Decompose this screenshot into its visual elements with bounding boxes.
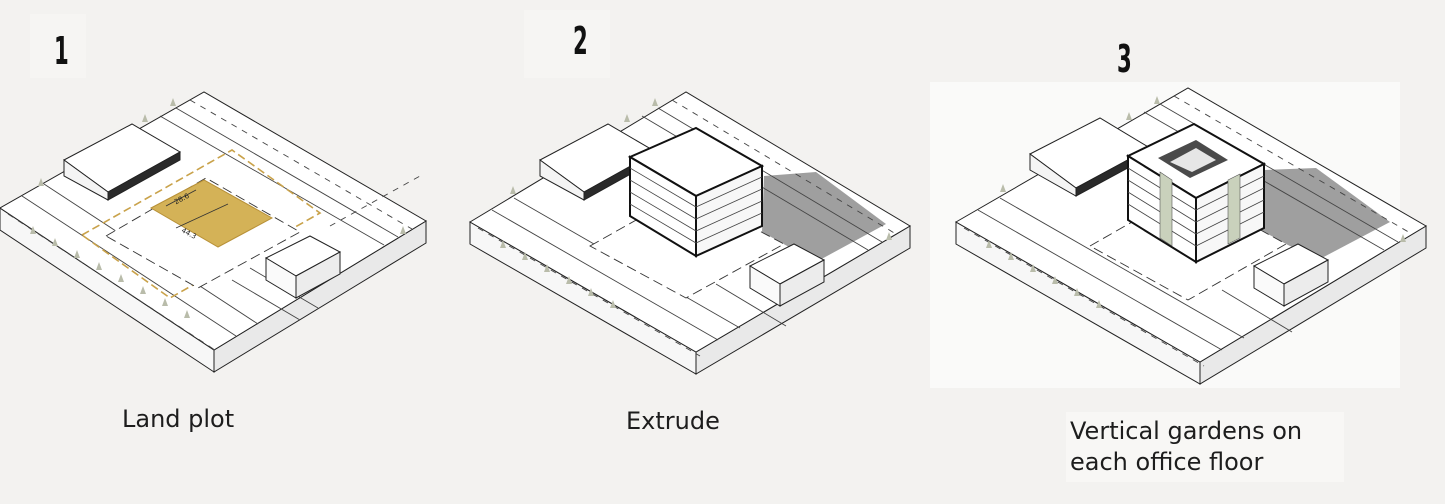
step-number-backdrop [524, 10, 610, 78]
step-number: 2 [573, 19, 588, 63]
step-number-backdrop [30, 14, 86, 78]
site-diagram: 28.6 44.3 [0, 91, 427, 373]
tree-icon [30, 98, 406, 318]
tree-icon [986, 96, 1406, 308]
floor-lines [629, 167, 763, 244]
site-diagram [954, 87, 1427, 385]
step-number: 1 [54, 29, 69, 73]
caption-backdrop [1066, 412, 1344, 482]
step-caption: Land plot [122, 405, 235, 433]
step-2-panel: 2 [466, 0, 916, 504]
plot-boundary [80, 149, 322, 299]
building-shadow [1262, 168, 1390, 260]
neighbor-building-left [63, 123, 182, 201]
vertical-garden-strip [1227, 173, 1241, 245]
step-number: 3 [1117, 37, 1132, 81]
step-caption: Extrude [626, 407, 720, 435]
step-caption: Vertical gardens on each office floor [1070, 417, 1303, 476]
neighbor-building-right [1252, 243, 1330, 307]
site-diagram [469, 91, 911, 375]
vertical-garden-strip [1159, 171, 1173, 247]
tree-icon [500, 98, 892, 308]
neighbor-building-right [264, 235, 342, 299]
step-1-panel: 1 28.6 44.3 [0, 0, 440, 504]
extruded-building [627, 126, 765, 258]
neighbor-building-right [748, 243, 826, 307]
step-3-panel: 3 [930, 0, 1430, 504]
land-plot [149, 179, 274, 248]
building-shadow [762, 172, 886, 262]
